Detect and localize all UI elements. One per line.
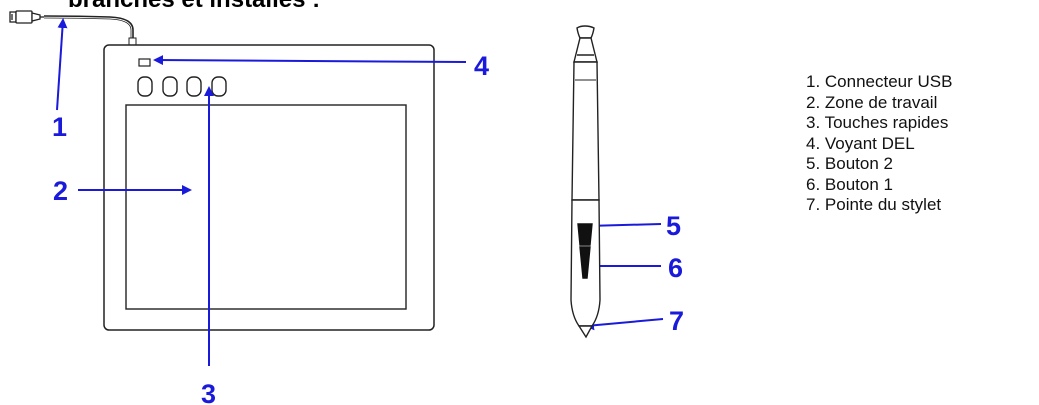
arrow-1 (56, 18, 68, 111)
stylus-tip (577, 325, 594, 339)
legend-item: 3. Touches rapides (806, 113, 949, 132)
cable-strain-relief (128, 37, 137, 46)
callout-6: 6 (668, 253, 683, 283)
callout-2: 2 (53, 176, 68, 206)
work-area (125, 104, 407, 310)
hotkey-1 (137, 76, 153, 97)
hotkey-2 (162, 76, 178, 97)
hotkeys (137, 76, 227, 97)
stylus (570, 25, 601, 339)
legend-item: 1. Connecteur USB (806, 72, 953, 91)
hotkey-3 (186, 76, 202, 97)
stylus-barrel (571, 61, 600, 201)
legend-item: 6. Bouton 1 (806, 174, 893, 194)
arrow-7 (584, 318, 664, 331)
legend-item: 5. Bouton 2 (806, 154, 893, 173)
callout-1: 1 (52, 112, 67, 142)
hotkey-4 (211, 76, 227, 97)
usb-cable-inner (43, 17, 132, 43)
legend-item: 7. Pointe du stylet (806, 195, 942, 214)
legend-list: 1. Connecteur USB 2. Zone de travail 3. … (806, 72, 952, 216)
callout-5: 5 (666, 211, 681, 241)
usb-cable (43, 15, 134, 43)
page-heading: branchés et installés : (68, 0, 320, 13)
callout-7: 7 (669, 306, 684, 336)
usb-connector-icon (9, 10, 44, 24)
stylus-button-2 (577, 223, 593, 246)
legend-item: 4. Voyant DEL (806, 133, 915, 153)
stylus-cap (573, 37, 598, 63)
legend-item: 2. Zone de travail (806, 92, 938, 112)
stylus-button-1 (579, 246, 591, 279)
led-indicator (138, 58, 151, 67)
arrow-4 (153, 55, 467, 66)
stylus-cap-end (576, 25, 595, 39)
callout-4: 4 (474, 51, 489, 81)
callout-3: 3 (201, 379, 216, 405)
